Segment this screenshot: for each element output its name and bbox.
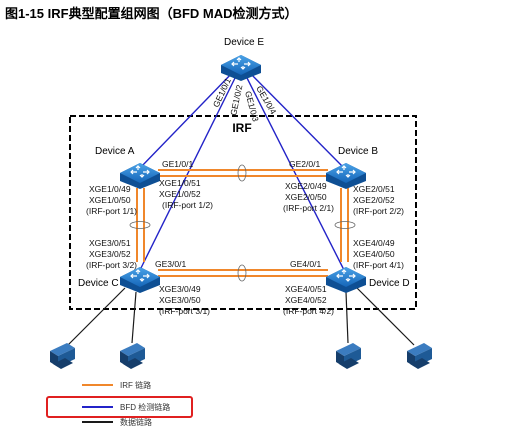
legend-bfd-label: BFD 检测链路 [120,402,170,412]
figure-title: 图1-15 IRF典型配置组网图（BFD MAD检测方式） [5,6,298,21]
data-links [67,287,415,423]
port-c-top-3: (IRF-port 3/2) [86,260,137,270]
port-d-bottom-2: XGE4/0/52 [285,295,327,305]
port-d-ge: GE4/0/1 [290,259,321,269]
port-d-bottom-3: (IRF-port 4/2) [283,306,334,316]
irf-boundary [69,115,417,310]
bfd-link-e-a [139,69,236,169]
data-link-c-pc1 [67,287,126,346]
port-a-right-2: XGE1/0/52 [159,189,201,199]
port-c-bottom-3: (IRF-port 3/1) [159,306,210,316]
device-d-name: Device D [369,278,410,289]
port-c-bottom-1: XGE3/0/49 [159,284,201,294]
port-b-ge: GE2/0/1 [289,159,320,169]
port-a-left-1: XGE1/0/49 [89,184,131,194]
port-d-top-1: XGE4/0/49 [353,238,395,248]
port-c-top-1: XGE3/0/51 [89,238,131,248]
device-d-icon [325,266,367,293]
port-d-top-3: (IRF-port 4/1) [353,260,404,270]
legend: IRF 链路 BFD 检测链路 数据链路 [46,380,193,427]
port-c-top-2: XGE3/0/52 [89,249,131,259]
data-link-d-pc4 [356,287,415,346]
link-group-markers [129,164,356,282]
port-d-top-2: XGE4/0/50 [353,249,395,259]
device-c-icon [119,266,161,293]
port-b-right-1: XGE2/0/51 [353,184,395,194]
port-a-left-2: XGE1/0/50 [89,195,131,205]
legend-bfd-highlight [46,396,193,418]
port-b-right-2: XGE2/0/52 [353,195,395,205]
device-a-name: Device A [95,146,135,157]
port-e-ge2: GE1/0/2 [228,84,244,117]
port-a-ge: GE1/0/1 [162,159,193,169]
link-group-cd [237,264,247,282]
device-b-name: Device B [338,146,378,157]
pc-3-icon [336,343,361,369]
device-e-name: Device E [224,37,264,48]
pc-2-icon [120,343,145,369]
irf-label: IRF [232,121,251,135]
data-link-d-pc3 [345,291,349,344]
port-b-left-1: XGE2/0/49 [285,181,327,191]
link-group-ab [237,164,247,182]
pc-4-icon [407,343,432,369]
port-a-right-1: XGE1/0/51 [159,178,201,188]
port-c-ge: GE3/0/1 [155,259,186,269]
legend-data-label: 数据链路 [120,417,152,427]
link-group-bd [334,221,356,229]
device-c-name: Device C [78,278,119,289]
port-b-left-2: XGE2/0/50 [285,192,327,202]
pc-1-icon [50,343,75,369]
port-c-bottom-2: XGE3/0/50 [159,295,201,305]
irf-links [136,169,349,277]
data-link-c-pc2 [131,291,137,344]
port-a-left-3: (IRF-port 1/1) [86,206,137,216]
link-group-ac [129,221,151,229]
legend-irf-label: IRF 链路 [120,380,151,390]
port-a-right-3: (IRF-port 1/2) [162,200,213,210]
port-b-left-3: (IRF-port 2/1) [283,203,334,213]
port-d-bottom-1: XGE4/0/51 [285,284,327,294]
bfd-link-e-b [246,69,345,169]
port-b-right-3: (IRF-port 2/2) [353,206,404,216]
